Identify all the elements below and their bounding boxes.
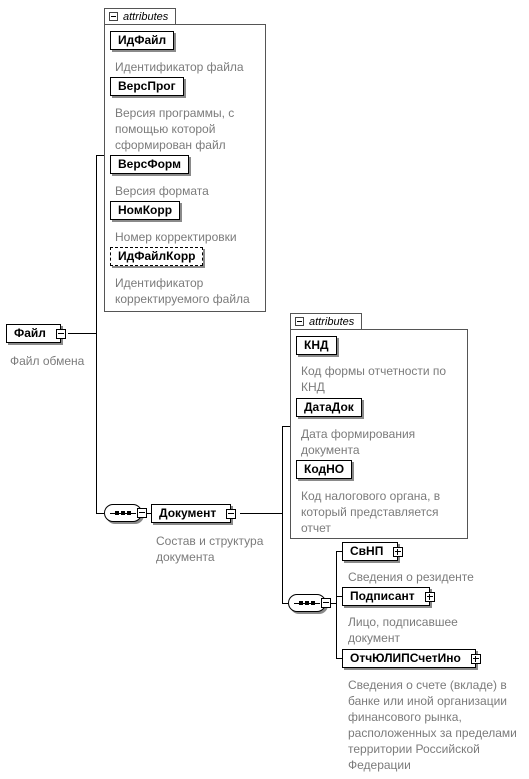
attribute-versprog[interactable]: ВерсПрог: [110, 77, 184, 96]
connector: [336, 658, 342, 659]
attribute-description: Идентификатор файла: [115, 60, 244, 74]
attribute-idfile[interactable]: ИдФайл: [110, 31, 175, 50]
connector: [96, 155, 104, 156]
root-element-label: Файл: [14, 326, 46, 340]
sequence-compositor[interactable]: [288, 594, 331, 612]
attribute-idfilekorr[interactable]: ИдФайлКорр: [110, 247, 204, 266]
attribute-description: Версия формата: [115, 184, 209, 198]
element-description: Лицо, подписавшее документ: [348, 615, 458, 645]
expand-icon[interactable]: [470, 654, 481, 664]
collapse-icon[interactable]: [226, 509, 237, 519]
attributes-label: attributes: [309, 316, 355, 328]
attribute-description: Дата формирования документа: [301, 427, 416, 457]
attribute-kodno[interactable]: КодНО: [296, 460, 353, 479]
attributes-tab[interactable]: attributes: [290, 313, 362, 329]
attribute-datadok[interactable]: ДатаДок: [296, 398, 362, 417]
connector: [336, 551, 342, 552]
root-description: Файл обмена: [10, 354, 85, 368]
collapse-icon[interactable]: [137, 508, 147, 518]
attributes-label: attributes: [123, 11, 169, 23]
connector: [96, 155, 97, 514]
attribute-nomkorr[interactable]: НомКорр: [110, 201, 181, 220]
attribute-description: Код формы отчетности по КНД: [301, 364, 447, 394]
element-label: ОтчЮЛИПСчетИно: [350, 651, 461, 665]
attribute-description: Код налогового органа, в который предста…: [301, 489, 441, 535]
connector: [68, 333, 96, 334]
element-podpisant[interactable]: Подписант: [342, 587, 435, 606]
sequence-compositor[interactable]: [104, 504, 147, 522]
attribute-knd[interactable]: КНД: [296, 336, 337, 355]
attribute-description: Версия программы, с помощью которой сфор…: [115, 106, 235, 152]
element-description: Сведения о резиденте: [348, 570, 474, 584]
collapse-icon[interactable]: [109, 12, 118, 21]
element-description: Сведения о счете (вкладе) в банке или ин…: [348, 678, 517, 772]
collapse-icon[interactable]: [55, 329, 66, 339]
root-element-file[interactable]: Файл: [6, 324, 66, 343]
expand-icon[interactable]: [424, 592, 435, 602]
document-description: Состав и структура документа: [156, 534, 264, 564]
connector: [336, 551, 337, 659]
attribute-versform[interactable]: ВерсФорм: [110, 155, 189, 174]
connector: [282, 603, 288, 604]
connector: [282, 426, 283, 604]
connector: [96, 513, 104, 514]
attributes-tab[interactable]: attributes: [104, 8, 176, 24]
attribute-description: Идентификатор корректируемого файла: [115, 276, 250, 306]
attribute-description: Номер корректировки: [115, 230, 237, 244]
expand-icon[interactable]: [393, 547, 404, 557]
collapse-icon[interactable]: [295, 317, 304, 326]
document-attributes-panel: [290, 329, 468, 539]
element-svnp[interactable]: СвНП: [342, 542, 404, 561]
connector: [282, 426, 290, 427]
connector: [240, 513, 282, 514]
collapse-icon[interactable]: [321, 598, 331, 608]
connector: [336, 596, 342, 597]
element-document[interactable]: Документ: [151, 504, 237, 523]
element-label: Подписант: [350, 589, 415, 603]
element-label: Документ: [159, 506, 217, 520]
element-otchulipschetino[interactable]: ОтчЮЛИПСчетИно: [342, 649, 481, 668]
element-label: СвНП: [350, 544, 384, 558]
connector: [327, 603, 336, 604]
